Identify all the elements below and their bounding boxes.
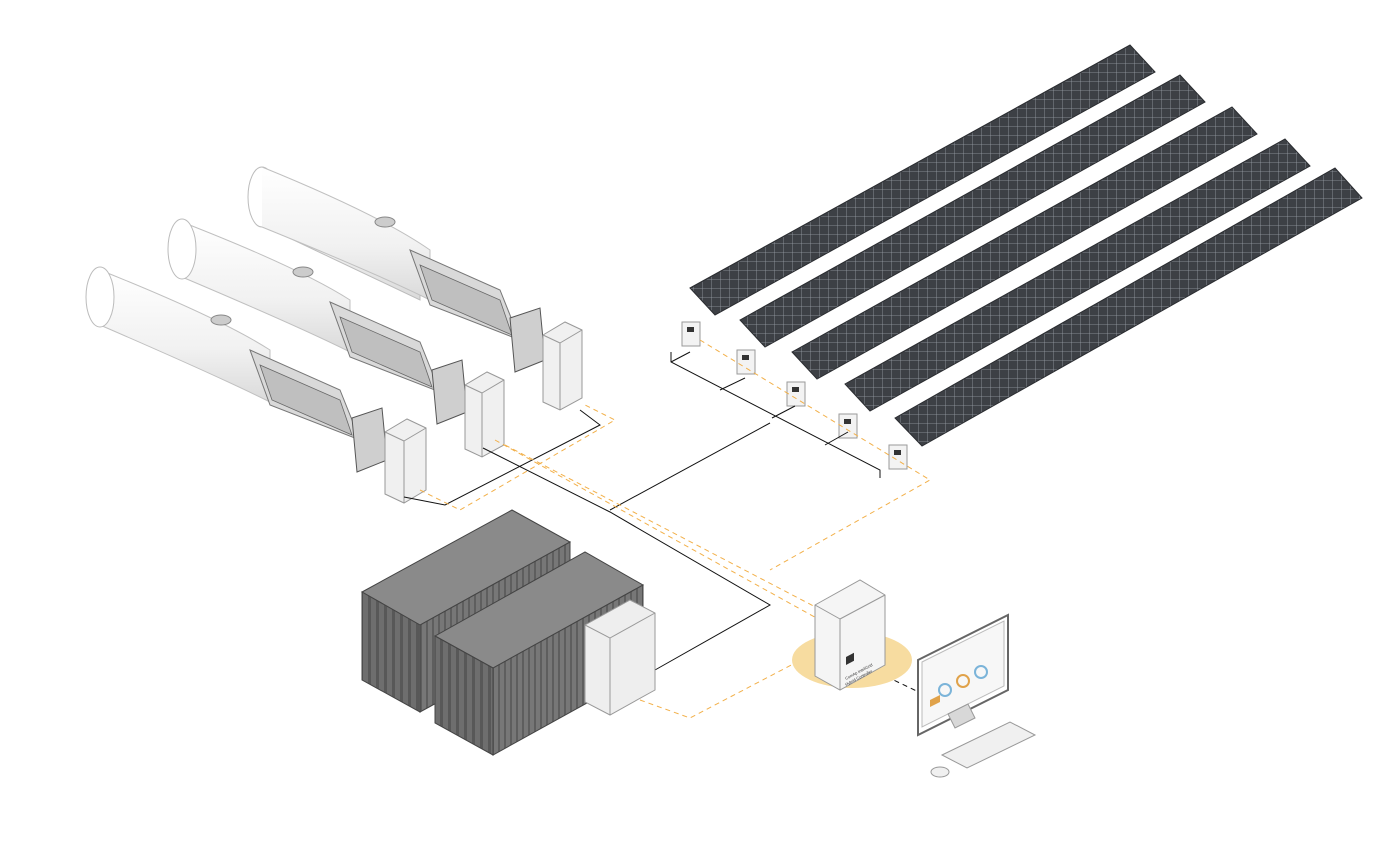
mouse-icon: [930, 766, 950, 778]
solar-panel-icon: [689, 44, 1156, 316]
inverter-icon: [736, 349, 756, 375]
solar-panel-icon: [894, 167, 1363, 447]
genset-icon: [167, 218, 468, 425]
solar-panel-icon: [791, 106, 1258, 380]
power-lines: [403, 351, 881, 671]
solar-panel-icon: [844, 138, 1311, 412]
solar-inverters: [681, 321, 908, 470]
controller-icon: ComAp InteliGrid Hybrid Controller: [814, 579, 886, 691]
solar-panel-icon: [739, 74, 1206, 348]
genset-icon: [247, 166, 546, 373]
keyboard-icon: [940, 721, 1037, 769]
genset-cabinet-3: [542, 321, 583, 411]
inverter-icon: [681, 321, 701, 347]
monitor-icon: [917, 613, 1009, 737]
inverter-icon: [786, 381, 806, 407]
inverter-icon: [838, 413, 858, 439]
battery-inverter-cabinet: [584, 599, 656, 716]
genset-cabinet-1: [384, 418, 427, 504]
genset-icon: [85, 266, 388, 473]
inverter-icon: [888, 444, 908, 470]
genset-group: [85, 166, 583, 504]
communication-lines: [419, 339, 931, 719]
solar-array: [689, 44, 1363, 447]
genset-cabinet-2: [464, 371, 505, 458]
